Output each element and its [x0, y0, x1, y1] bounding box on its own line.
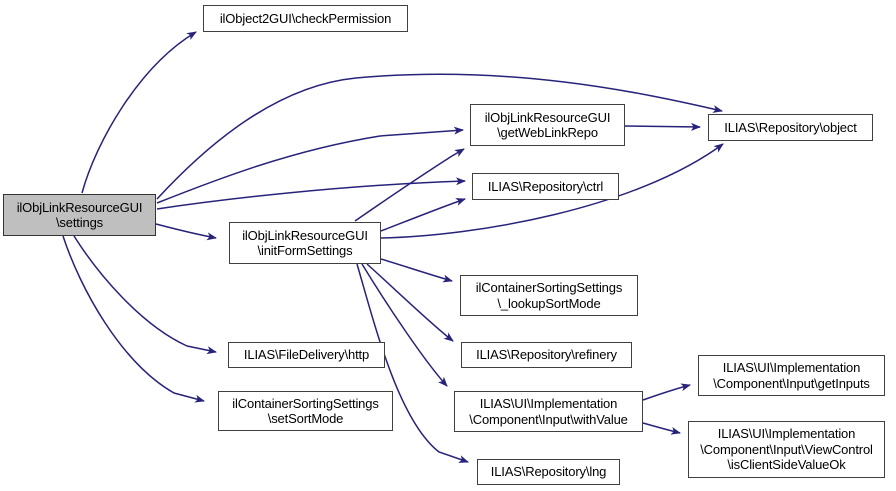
node-repository-refinery[interactable]: ILIAS\Repository\refinery [461, 342, 632, 368]
node-repository-lng[interactable]: ILIAS\Repository\lng [477, 459, 620, 485]
node-setSortMode[interactable]: ilContainerSortingSettings \setSortMode [218, 391, 393, 431]
node-label: ilObject2GUI\checkPermission [219, 10, 392, 26]
node-repository-ctrl[interactable]: ILIAS\Repository\ctrl [472, 173, 619, 200]
edge-initFormSettings-to-getWebLinkRepo [354, 148, 465, 222]
node-input-getInputs[interactable]: ILIAS\UI\Implementation \Component\Input… [698, 355, 885, 396]
edge-settings-to-getWebLinkRepo [156, 126, 464, 204]
node-label: ilObjLinkResourceGUI \settings [16, 199, 143, 231]
edge-withValue-to-isClientSideValueOk [642, 422, 681, 435]
node-label: ILIAS\Repository\refinery [476, 347, 617, 363]
node-label: ilObjLinkResourceGUI \initFormSettings [242, 227, 368, 259]
node-label: ILIAS\UI\Implementation \Component\Input… [700, 426, 873, 473]
edge-settings-to-object [156, 73, 723, 200]
node-lookupSortMode[interactable]: ilContainerSortingSettings \_lookupSortM… [460, 275, 638, 316]
node-label: ilObjLinkResourceGUI \getWebLinkRepo [484, 109, 611, 141]
node-label: ILIAS\Repository\lng [490, 464, 607, 480]
node-getWebLinkRepo[interactable]: ilObjLinkResourceGUI \getWebLinkRepo [470, 104, 625, 146]
node-label: ILIAS\UI\Implementation \Component\Input… [469, 396, 628, 427]
node-filedelivery-http[interactable]: ILIAS\FileDelivery\http [228, 342, 385, 368]
node-label: ILIAS\UI\Implementation \Component\Input… [713, 360, 870, 391]
edge-initFormSettings-to-refinery [366, 263, 454, 342]
node-checkPermission[interactable]: ilObject2GUI\checkPermission [203, 5, 408, 32]
edge-getWebLinkRepo-to-object [624, 122, 701, 131]
edge-initFormSettings-to-lookupSortMode [380, 258, 453, 283]
node-label: ILIAS\Repository\object [724, 119, 857, 135]
edge-withValue-to-getInputs [642, 383, 691, 401]
node-label: ilContainerSortingSettings \setSortMode [232, 395, 379, 427]
edge-settings-to-ctrl [156, 177, 466, 210]
edge-settings-to-initFormSettings [155, 223, 217, 241]
edge-initFormSettings-to-ctrl [380, 198, 466, 232]
node-label: ILIAS\Repository\ctrl [487, 178, 604, 194]
node-label: ILIAS\FileDelivery\http [243, 347, 370, 363]
node-label: ilContainerSortingSettings \_lookupSortM… [475, 280, 623, 311]
node-repository-object[interactable]: ILIAS\Repository\object [708, 114, 873, 141]
edge-settings-to-http [73, 235, 217, 355]
node-input-withValue[interactable]: ILIAS\UI\Implementation \Component\Input… [454, 391, 643, 432]
edge-settings-to-setSortMode [62, 235, 205, 403]
edge-settings-to-checkPermission [81, 31, 197, 194]
node-viewcontrol-isClientSideValueOk[interactable]: ILIAS\UI\Implementation \Component\Input… [688, 421, 885, 478]
node-settings[interactable]: ilObjLinkResourceGUI \settings [3, 194, 156, 236]
node-initFormSettings[interactable]: ilObjLinkResourceGUI \initFormSettings [229, 222, 381, 264]
